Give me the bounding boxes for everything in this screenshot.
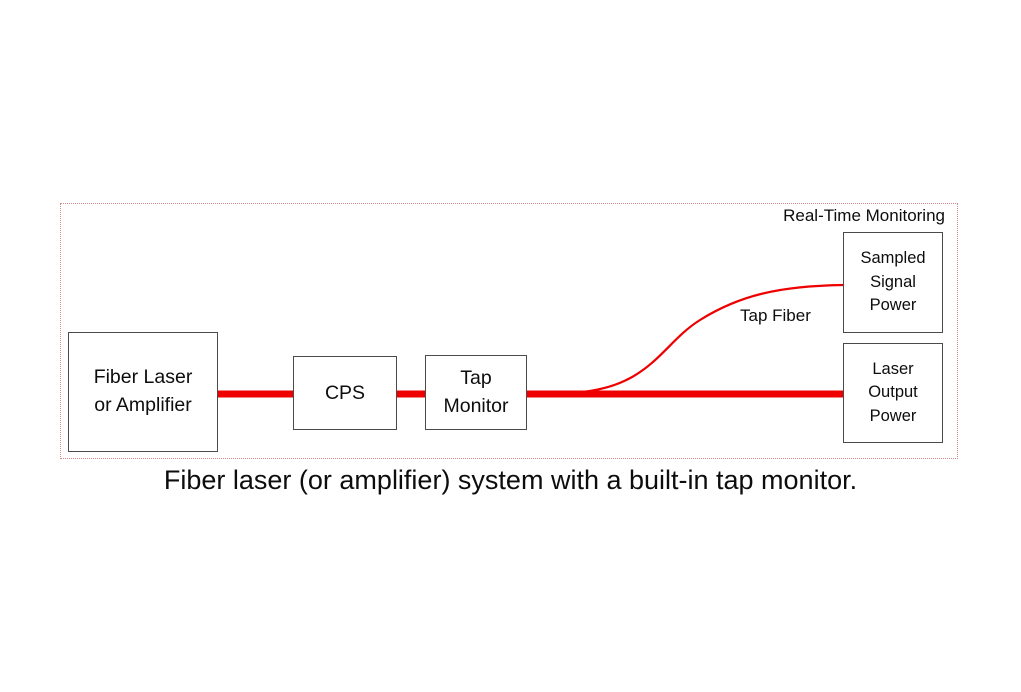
laser-output-label-line1: Laser bbox=[872, 359, 914, 378]
tap-monitor-label-line2: Monitor bbox=[443, 394, 509, 417]
tap-fiber-label: Tap Fiber bbox=[740, 306, 811, 325]
sampled-signal-power-box: Sampled Signal Power bbox=[843, 232, 943, 333]
cps-label: CPS bbox=[324, 381, 366, 404]
real-time-monitoring-label: Real-Time Monitoring bbox=[783, 206, 945, 225]
cps-box: CPS bbox=[293, 356, 397, 430]
sampled-signal-label-line1: Sampled bbox=[860, 249, 926, 268]
figure-caption: Fiber laser (or amplifier) system with a… bbox=[163, 465, 858, 495]
tap-monitor-box: Tap Monitor bbox=[425, 355, 527, 430]
sampled-signal-label-line2: Signal bbox=[870, 272, 916, 291]
fiber-laser-box: Fiber Laser or Amplifier bbox=[68, 332, 218, 452]
laser-output-label-line2: Output bbox=[868, 383, 918, 402]
laser-output-label-line3: Power bbox=[869, 406, 917, 425]
real-time-monitoring-region bbox=[60, 203, 958, 459]
sampled-signal-label-line3: Power bbox=[869, 296, 917, 315]
fiber-laser-label-line2: or Amplifier bbox=[94, 394, 192, 416]
tap-fiber-line bbox=[567, 283, 844, 395]
fiber-laser-label-line1: Fiber Laser bbox=[93, 366, 193, 389]
tap-monitor-label-line1: Tap bbox=[460, 367, 492, 390]
laser-output-power-box: Laser Output Power bbox=[843, 343, 943, 443]
